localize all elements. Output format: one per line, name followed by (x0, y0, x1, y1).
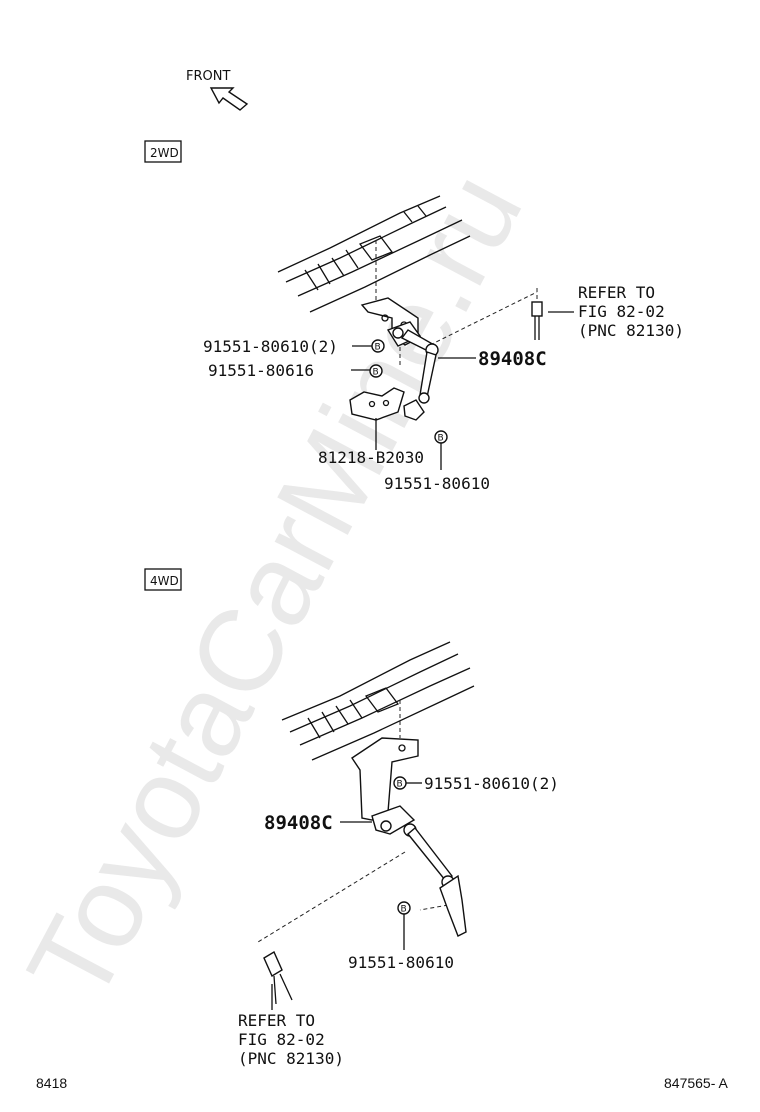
svg-text:B: B (438, 434, 444, 444)
refer-note-line: (PNC 82130) (238, 1049, 344, 1068)
front-indicator: FRONT (186, 69, 249, 111)
marker-b-icon: B (397, 901, 411, 915)
part-number-label: 91551-80610(2) (203, 337, 338, 356)
part-number-label: 89408C (478, 348, 547, 370)
badge-4wd-frame (144, 568, 182, 591)
part-number-label: 91551-80610 (348, 953, 454, 972)
part-number-label: 89408C (264, 812, 333, 834)
marker-b-icon: B (434, 430, 448, 444)
connector-2wd (531, 301, 543, 340)
svg-text:B: B (401, 905, 407, 915)
refer-note-line: (PNC 82130) (578, 321, 684, 340)
page-number: 8418 (36, 1075, 67, 1091)
refer-note-line: FIG 82-02 (238, 1030, 325, 1049)
part-number-label: 81218-B2030 (318, 448, 424, 467)
marker-b-icon: B (371, 339, 385, 353)
height-sensor-4wd (371, 805, 467, 937)
front-label: FRONT (186, 69, 230, 84)
figure-code: 847565- A (664, 1075, 728, 1091)
part-number-label: 91551-80610(2) (424, 774, 559, 793)
refer-note-line: FIG 82-02 (578, 302, 665, 321)
connector-4wd (263, 950, 293, 1005)
badge-2wd: 2WD (150, 146, 179, 160)
sensor-bracket-4wd (351, 737, 419, 821)
marker-b-icon: B (369, 364, 383, 378)
refer-note-line: REFER TO (238, 1011, 315, 1030)
height-sensor-2wd (386, 321, 439, 404)
svg-text:B: B (373, 368, 379, 378)
frame-rail-4wd (281, 641, 475, 761)
badge-4wd: 4WD (150, 574, 179, 588)
svg-text:B: B (375, 343, 381, 353)
watermark: ToyotaCarMine.ru (2, 152, 547, 1021)
refer-note-line: REFER TO (578, 283, 655, 302)
part-number-label: 91551-80616 (208, 361, 314, 380)
part-number-label: 91551-80610 (384, 474, 490, 493)
marker-b-icon: B (393, 776, 407, 790)
section-4wd: 4WD (144, 568, 559, 1068)
svg-text:B: B (397, 780, 403, 790)
badge-2wd-frame (144, 140, 182, 163)
lower-bracket-2wd (349, 387, 405, 421)
section-2wd: 2WD (144, 140, 684, 493)
front-arrow-icon (209, 87, 249, 111)
frame-rail-2wd (277, 195, 471, 313)
